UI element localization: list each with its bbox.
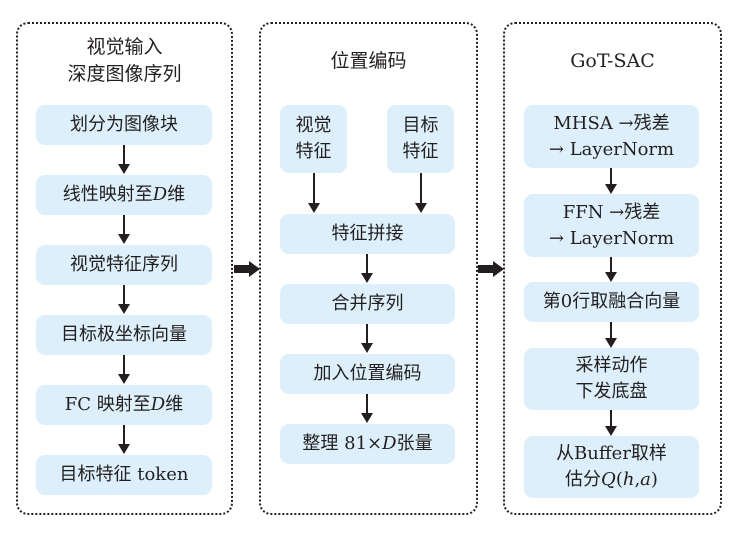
step-line: FFN →残差 (562, 201, 661, 223)
comma: , (634, 469, 641, 490)
step-label-suffix: 维 (165, 394, 184, 415)
step-merge-sequence: 合并序列 (280, 284, 455, 324)
step-label: 线性映射至 (62, 184, 153, 205)
arrow-down (118, 425, 130, 454)
step-label: 加入位置编码 (313, 363, 422, 384)
var-h: h (622, 469, 635, 490)
input-line: 视觉 (295, 115, 332, 136)
step-ffn: FFN →残差 → LayerNorm (524, 194, 699, 257)
arrow-down (605, 168, 617, 194)
q-prefix: 估分 (565, 469, 602, 490)
var-a: a (640, 469, 651, 490)
step-line: 从Buffer取样 (556, 443, 667, 464)
arrow-down (415, 173, 427, 213)
var-d: D (150, 394, 166, 415)
title-line-2: 深度图像序列 (67, 63, 182, 85)
step-fc-projection: FC 映射至 D 维 (36, 385, 212, 425)
step-sample-action: 采样动作下发底盘 (524, 348, 699, 410)
arrow-down (118, 355, 130, 384)
var-d: D (152, 184, 168, 205)
paren-close: ) (650, 469, 658, 490)
panel-got-sac: GoT-SAC MHSA →残差 → LayerNorm FFN →残差 → Lay… (503, 22, 722, 515)
flow-arrow-right (478, 261, 504, 277)
step-label: 合并序列 (331, 293, 404, 314)
step-label-suffix: 张量 (396, 433, 433, 454)
step-label: 目标特征 token (59, 464, 189, 485)
step-add-position-encoding: 加入位置编码 (280, 354, 455, 394)
step-label: 划分为图像块 (70, 114, 178, 135)
step-label: 目标极坐标向量 (61, 324, 187, 345)
panel-title-position-encoding: 位置编码 (330, 50, 407, 72)
step-split-patches: 划分为图像块 (36, 105, 212, 145)
arrow-down (308, 173, 320, 213)
step-target-token: 目标特征 token (36, 455, 212, 495)
var-q: Q (601, 469, 616, 490)
arrow-down (361, 254, 373, 283)
input-target-feature: 目标特征 (387, 105, 454, 173)
step-buffer-q-estimate: 从Buffer取样 估分Q(h,a) (524, 436, 699, 498)
step-row0-fusion-vector: 第0行取融合向量 (524, 282, 699, 322)
arrow-down (118, 215, 130, 244)
arrow-down (118, 285, 130, 314)
step-label: 整理 81× (302, 433, 383, 454)
panel-visual-input: 视觉输入 深度图像序列 划分为图像块 线性映射至 D 维 视觉特征序列 目标极坐… (16, 22, 233, 515)
panel-title-got-sac: GoT-SAC (570, 50, 655, 72)
paren-open: ( (615, 469, 623, 490)
input-line: 特征 (295, 141, 332, 162)
step-reshape-tensor: 整理 81×D 张量 (280, 424, 455, 464)
step-label: 第0行取融合向量 (542, 291, 681, 312)
panel-position-encoding: 位置编码 视觉特征 目标特征 特征拼接 合并序列 加入位置编码 整理 81×D … (259, 22, 478, 515)
input-visual-feature: 视觉特征 (280, 105, 347, 173)
step-mhsa: MHSA →残差 → LayerNorm (524, 105, 699, 168)
step-feature-concat: 特征拼接 (280, 214, 455, 254)
flow-arrow-right (234, 261, 260, 277)
step-line-q: 估分Q(h,a) (556, 467, 667, 493)
step-linear-projection: 线性映射至 D 维 (36, 175, 212, 215)
title-line-1: 视觉输入 (86, 36, 163, 58)
input-line: 特征 (402, 141, 439, 162)
step-line: 采样动作 (575, 355, 648, 376)
step-label: 特征拼接 (331, 223, 404, 244)
arrow-down (361, 394, 373, 423)
arrow-down (605, 257, 617, 282)
step-line: 下发底盘 (575, 381, 648, 402)
arrow-down (605, 410, 617, 436)
step-label: FC 映射至 (64, 394, 151, 415)
input-line: 目标 (402, 115, 439, 136)
step-target-polar-vector: 目标极坐标向量 (36, 315, 212, 355)
panel-title-visual-input: 视觉输入 深度图像序列 (18, 34, 231, 88)
step-label-suffix: 维 (167, 184, 186, 205)
var-d: D (382, 433, 397, 454)
step-visual-feature-seq: 视觉特征序列 (36, 245, 212, 285)
step-line: → LayerNorm (548, 227, 675, 249)
arrow-down (118, 145, 130, 174)
arrow-down (605, 322, 617, 348)
step-label: 视觉特征序列 (70, 254, 178, 275)
step-line: → LayerNorm (548, 138, 675, 160)
arrow-down (361, 324, 373, 353)
step-line: MHSA →残差 (553, 112, 670, 134)
